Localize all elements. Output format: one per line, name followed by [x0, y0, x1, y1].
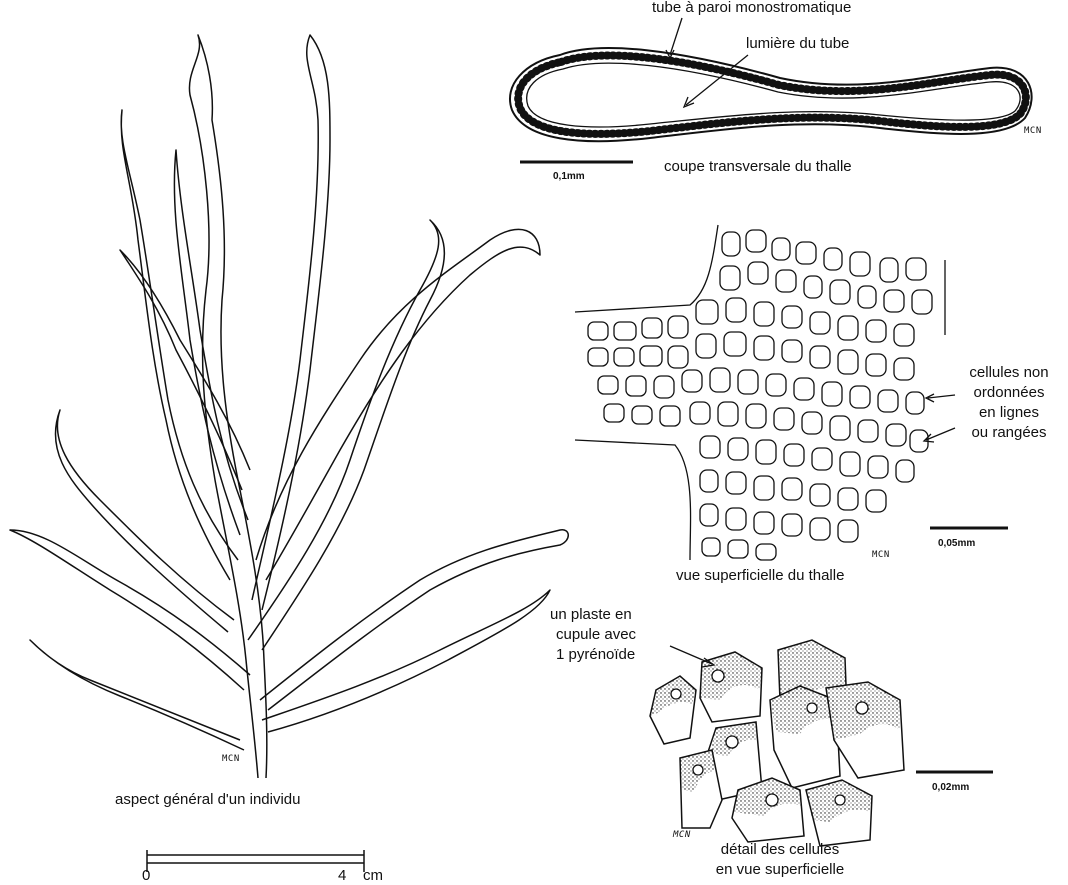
section-scale-label: 0,1mm — [553, 167, 585, 186]
section-caption: coupe transversale du thalle — [664, 157, 852, 176]
surface-scale-label: 0,05mm — [938, 534, 975, 553]
wall-pointer — [670, 18, 682, 55]
plast-label-2: cupule avec — [556, 625, 636, 644]
plast-label-1: un plaste en — [550, 605, 632, 624]
cells-label-2: ordonnées — [950, 383, 1068, 402]
surface-cells — [588, 230, 932, 560]
habit-initials: MCN — [222, 750, 240, 769]
habit-caption: aspect général d'un individu — [115, 790, 301, 809]
cell-detail-figure — [650, 640, 993, 846]
frond-branches — [10, 35, 568, 778]
cells-label-3: en lignes — [950, 403, 1068, 422]
plast-pointer — [670, 646, 712, 664]
surface-view-figure — [575, 225, 1008, 560]
section-initials: MCN — [1024, 122, 1042, 141]
lumen-label: lumière du tube — [746, 34, 849, 53]
surface-initials: MCN — [872, 546, 890, 565]
surface-caption: vue superficielle du thalle — [676, 566, 844, 585]
habit-scale-end: 4 — [338, 866, 346, 885]
plast-label-3: 1 pyrénoïde — [556, 645, 635, 664]
cells-label-1: cellules non — [950, 363, 1068, 382]
habit-scale-unit: cm — [363, 866, 383, 885]
detail-initials: MCN — [673, 826, 691, 845]
cells-label-4: ou rangées — [950, 423, 1068, 442]
surface-outline — [575, 225, 945, 560]
wall-label: tube à paroi monostromatique — [652, 0, 851, 17]
habit-drawing — [10, 35, 568, 872]
wall-cells — [518, 55, 1026, 133]
detail-cells — [650, 640, 904, 846]
habit-scale-start: 0 — [142, 866, 150, 885]
detail-scale-label: 0,02mm — [932, 778, 969, 797]
detail-caption-1: détail des cellules — [690, 840, 870, 859]
detail-caption-2: en vue superficielle — [690, 860, 870, 879]
